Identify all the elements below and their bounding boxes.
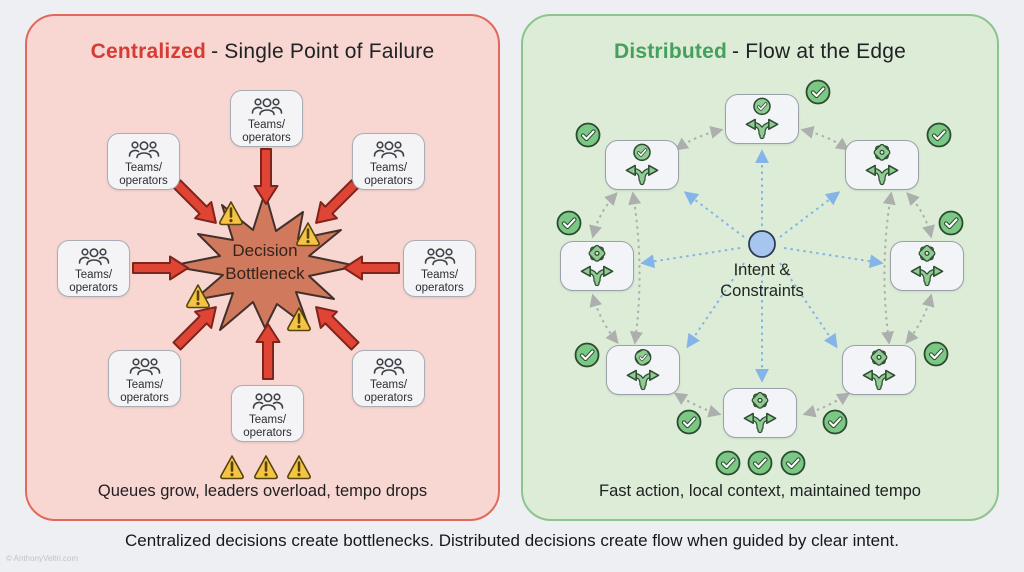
- check-icon: [577, 124, 600, 147]
- gear-badge-icon: [750, 390, 770, 410]
- gear-badge-icon: [587, 243, 607, 263]
- edge-node-lower-left: [606, 345, 680, 395]
- warning-icon: [253, 454, 279, 480]
- intent-constraints-label: Intent & Constraints: [720, 261, 804, 301]
- people-icon: [78, 248, 109, 266]
- red-arrow-icon: [132, 255, 189, 281]
- people-icon: [252, 393, 283, 411]
- team-box-label: Teams/ operators: [69, 269, 118, 295]
- red-arrow-icon: [255, 323, 281, 380]
- check-icon: [576, 344, 599, 367]
- team-box-label: Teams/ operators: [120, 379, 169, 405]
- red-arrow-icon: [253, 148, 279, 205]
- warning-icon: [219, 454, 245, 480]
- gear-badge-icon: [872, 142, 892, 162]
- seal-badge-icon: [632, 346, 654, 369]
- intent-links: [640, 149, 884, 383]
- intent-hub-icon: [748, 230, 776, 258]
- distributed-panel: Distributed- Flow at the Edge: [521, 14, 999, 521]
- distributed-title-highlight: Distributed: [613, 40, 727, 63]
- check-icon: [558, 212, 581, 235]
- branch-arrows-icon: [627, 370, 658, 387]
- team-box-mid-right: Teams/ operators: [403, 240, 476, 297]
- check-icon: [925, 343, 948, 366]
- edge-node-mid-left: [560, 241, 634, 291]
- distributed-summary-text: Fast action, local context, maintained t…: [599, 482, 921, 500]
- check-icon: [824, 411, 847, 434]
- warning-icon: [286, 454, 312, 480]
- distributed-diagram: [523, 16, 996, 518]
- red-arrow-icon: [306, 297, 365, 356]
- team-box-label: Teams/ operators: [119, 162, 168, 188]
- team-box-label: Teams/ operators: [364, 162, 413, 188]
- branch-arrows-icon: [744, 413, 775, 430]
- team-box-label: Teams/ operators: [242, 119, 291, 145]
- distributed-title-rest: - Flow at the Edge: [732, 40, 907, 63]
- red-arrow-icon: [343, 255, 400, 281]
- team-box-top-center: Teams/ operators: [230, 90, 303, 147]
- check-icon: [717, 452, 740, 475]
- edge-node-bottom-center: [723, 388, 797, 438]
- branch-arrows-icon: [581, 266, 612, 283]
- gear-badge-icon: [869, 347, 889, 367]
- branch-arrows-icon: [626, 165, 657, 182]
- decision-bottleneck-label: Decision Bottleneck: [225, 241, 305, 283]
- edge-node-upper-right: [845, 140, 919, 190]
- check-icon: [928, 124, 951, 147]
- branch-arrows-icon: [911, 266, 942, 283]
- team-box-upper-right: Teams/ operators: [352, 133, 425, 190]
- edge-node-top-center: [725, 94, 799, 144]
- people-icon: [424, 248, 455, 266]
- distributed-panel-title: Distributed- Flow at the Edge: [523, 40, 997, 64]
- centralized-title-highlight: Centralized: [90, 40, 207, 63]
- people-icon: [373, 358, 404, 376]
- team-box-lower-left: Teams/ operators: [108, 350, 181, 407]
- gear-badge-icon: [917, 243, 937, 263]
- team-box-lower-right: Teams/ operators: [352, 350, 425, 407]
- check-icon: [678, 411, 701, 434]
- edge-node-upper-left: [605, 140, 679, 190]
- centralized-summary-text: Queues grow, leaders overload, tempo dro…: [97, 482, 428, 500]
- people-icon: [129, 358, 160, 376]
- team-box-bottom-center: Teams/ operators: [231, 385, 304, 442]
- people-icon: [128, 141, 159, 159]
- centralized-diagram: [132, 148, 400, 480]
- team-box-mid-left: Teams/ operators: [57, 240, 130, 297]
- centralized-title-rest: - Single Point of Failure: [211, 40, 435, 63]
- watermark: © AnthonyVeltri.com: [6, 554, 79, 563]
- check-icon: [940, 212, 963, 235]
- team-box-label: Teams/ operators: [243, 414, 292, 440]
- centralized-panel: Centralized- Single Point of Failure: [25, 14, 500, 521]
- check-icon: [782, 452, 805, 475]
- check-badge-icon: [632, 142, 652, 162]
- branch-arrows-icon: [746, 119, 777, 136]
- branch-arrows-icon: [863, 370, 894, 387]
- team-box-label: Teams/ operators: [415, 269, 464, 295]
- people-icon: [251, 98, 282, 116]
- branch-arrows-icon: [866, 165, 897, 182]
- check-badge-icon: [752, 96, 772, 116]
- edge-node-mid-right: [890, 241, 964, 291]
- check-icon: [749, 452, 772, 475]
- check-icon: [807, 81, 830, 104]
- peer-links: [589, 126, 935, 418]
- team-box-label: Teams/ operators: [364, 379, 413, 405]
- team-box-upper-left: Teams/ operators: [107, 133, 180, 190]
- people-icon: [373, 141, 404, 159]
- bottom-caption: Centralized decisions create bottlenecks…: [125, 531, 899, 550]
- centralized-panel-title: Centralized- Single Point of Failure: [27, 40, 498, 64]
- edge-node-lower-right: [842, 345, 916, 395]
